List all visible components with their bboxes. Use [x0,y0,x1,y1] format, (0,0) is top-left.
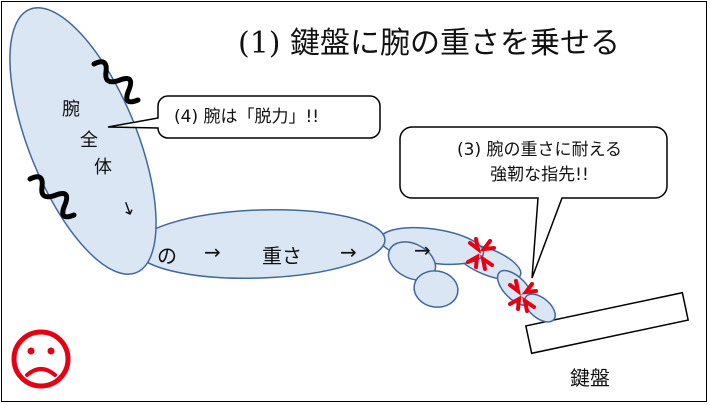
speech-bubble-right [399,126,668,279]
wavy-line-icon [91,59,141,105]
finger-segment-3 [524,293,556,323]
page-title: (1) 鍵盤に腕の重さを乗せる [238,18,620,62]
arm-label-char-3: 体 [94,157,112,178]
flow-arrow-3: → [414,238,431,262]
keyboard-label: 鍵盤 [570,366,610,390]
anger-mark-icon [466,237,496,271]
wavy-line-icon [27,174,77,220]
upper-arm [9,7,157,275]
bubble-right-line1: (3) 腕の重さに耐える [457,140,622,160]
speech-bubble-left [107,95,381,139]
sad-face-icon [11,329,71,389]
arm-label-char-2: 全 [80,130,98,151]
anger-mark-icon [508,279,538,313]
arm-label-char-1: 腕 [62,99,80,120]
flow-weight: 重さ [262,244,302,268]
flow-arrow-1: → [204,240,221,264]
bubble-right-line2: 強靭な指先!! [490,165,589,185]
bubble-left-text: (4) 腕は「脱力」!! [174,107,320,127]
title-number: (1) [238,26,281,61]
keyboard-block [524,291,690,355]
title-text: 鍵盤に腕の重さを乗せる [290,26,621,61]
flow-arrow-2: → [340,240,357,264]
thumb-2 [413,270,459,308]
flow-no: の [157,244,177,268]
